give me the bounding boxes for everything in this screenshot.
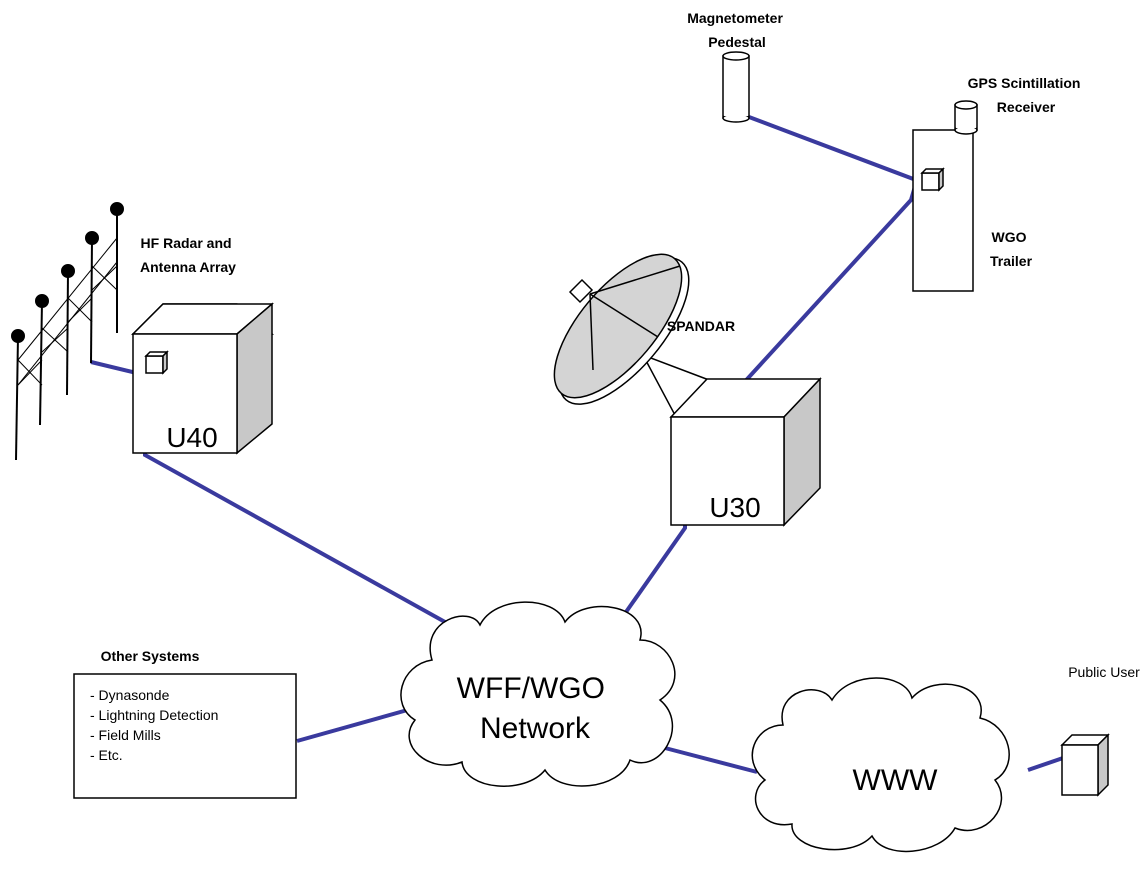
other-systems-title: Other Systems [101, 648, 200, 664]
network-label: WFF/WGO Network [457, 672, 614, 745]
link-www-public [1027, 756, 1064, 772]
antenna-array-icon [11, 202, 124, 461]
other-systems-item: - Field Mills [90, 727, 161, 743]
www-label: WWW [853, 764, 939, 797]
gps-label-line1: GPS Scintillation [968, 75, 1081, 91]
other-systems-item: - Dynasonde [90, 687, 170, 703]
network-label-line1: WFF/WGO [457, 672, 605, 705]
gps-label: GPS Scintillation Receiver [968, 75, 1085, 115]
magnetometer-label-line2: Pedestal [708, 34, 766, 50]
u30-label: U30 [709, 492, 760, 523]
wgo-trailer-label: WGO Trailer [990, 229, 1033, 269]
cloud-icon [400, 601, 676, 787]
hf-radar-label: HF Radar and Antenna Array [140, 235, 236, 275]
other-systems-list: - Dynasonde - Lightning Detection - Fiel… [90, 687, 222, 763]
trailer-body [912, 129, 974, 292]
magnetometer-label-line1: Magnetometer [687, 10, 783, 26]
dish-feed-horn [568, 278, 594, 304]
wgo-trailer-label-line2: Trailer [990, 253, 1033, 269]
gps-receiver-icon [954, 100, 978, 135]
dish-feed-strut-3 [589, 293, 594, 371]
trailer-computer-icon [921, 172, 940, 191]
magnetometer-label: Magnetometer Pedestal [687, 10, 787, 50]
wgo-trailer [912, 129, 974, 292]
u40-building [131, 302, 275, 455]
gps-label-line2: Receiver [997, 99, 1056, 115]
u30-front [670, 416, 785, 526]
other-systems-item: - Lightning Detection [90, 707, 218, 723]
network-label-line2: Network [480, 712, 591, 745]
dish-feed-strut-2 [589, 293, 659, 338]
link-network-www [664, 746, 758, 774]
u40-label: U40 [166, 422, 217, 453]
cloud-icon [751, 677, 1010, 853]
cylinder-icon [722, 51, 750, 123]
link-other-network [296, 707, 412, 743]
dish-face [553, 253, 683, 399]
u40-computer-icon [145, 355, 164, 374]
other-systems-box [73, 673, 297, 799]
computer-box-icon [1060, 733, 1110, 797]
satellite-dish-icon [553, 253, 711, 419]
spandar-label: SPANDAR [667, 318, 735, 334]
hf-radar-label-line1: HF Radar and [141, 235, 232, 251]
u30-building [669, 377, 822, 527]
hf-radar-label-line2: Antenna Array [140, 259, 236, 275]
link-magnetometer-trailer [748, 115, 917, 182]
wgo-trailer-label-line1: WGO [992, 229, 1027, 245]
other-systems-item: - Etc. [90, 747, 123, 763]
dish-feed-strut-1 [589, 265, 681, 295]
public-user-label: Public User [1068, 664, 1140, 680]
